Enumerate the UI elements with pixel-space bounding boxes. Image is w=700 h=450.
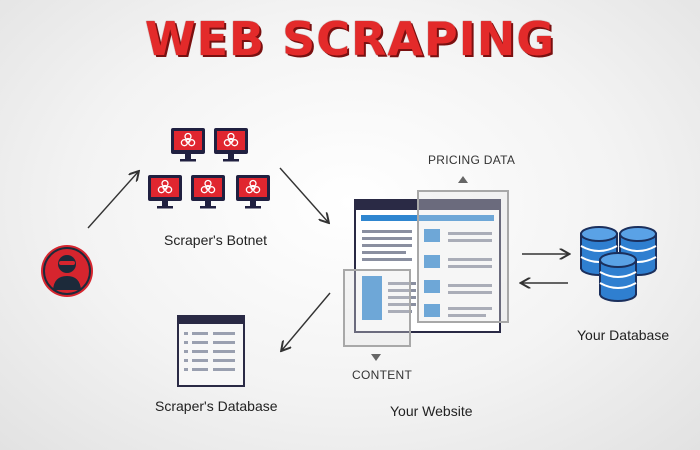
biohazard-monitor-icon (147, 174, 183, 210)
biohazard-monitor-icon (213, 127, 249, 163)
hacker-avatar-icon (41, 245, 93, 297)
website-label: Your Website (390, 403, 473, 419)
database-cylinder-icon (580, 226, 657, 302)
content-highlight-box (343, 269, 411, 347)
botnet-label: Scraper's Botnet (164, 232, 268, 248)
scraper-db-label: Scraper's Database (155, 398, 278, 414)
botnet-monitors (147, 127, 271, 210)
content-down-triangle (371, 354, 381, 361)
list-database-icon (177, 315, 245, 387)
biohazard-monitor-icon (235, 174, 271, 210)
biohazard-monitor-icon (170, 127, 206, 163)
biohazard-monitor-icon (190, 174, 226, 210)
content-label: CONTENT (352, 368, 413, 382)
browser-window-icon (354, 199, 501, 333)
pricing-highlight-box (417, 190, 509, 323)
arrow-to-scraper-db (282, 292, 331, 350)
arrow-to-website (279, 167, 328, 222)
diagram-title: WEB SCRAPING (144, 12, 556, 66)
your-db-label: Your Database (577, 327, 670, 343)
pricing-up-triangle (458, 176, 468, 183)
pricing-data-label: PRICING DATA (428, 153, 516, 167)
arrow-to-botnet (87, 172, 138, 229)
